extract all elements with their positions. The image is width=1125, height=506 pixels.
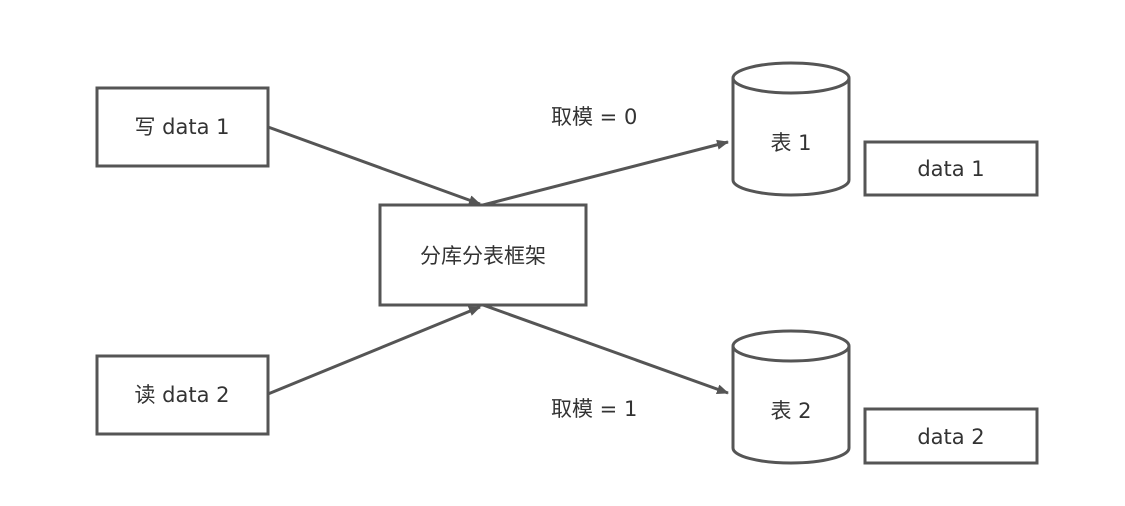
modulo-one-label: 取模 = 1 — [551, 397, 637, 421]
framework-to-table2-arrow — [482, 303, 729, 395]
table1-label: 表 1 — [770, 131, 811, 155]
write-data-label: 写 data 1 — [134, 115, 229, 139]
write-to-framework-arrow — [267, 125, 481, 206]
write-data-node: 写 data 1 — [95, 86, 270, 168]
table2-cylinder: 表 2 — [731, 329, 851, 465]
sharding-framework-node: 分库分表框架 — [378, 203, 588, 307]
table1-cylinder: 表 1 — [731, 61, 851, 197]
table1-data-label: data 1 — [917, 157, 984, 181]
sharding-framework-label: 分库分表框架 — [420, 244, 546, 268]
framework-to-table1-arrow — [482, 139, 729, 207]
table2-data-label: data 2 — [917, 425, 984, 449]
read-data-node: 读 data 2 — [95, 354, 270, 436]
modulo-zero-label: 取模 = 0 — [551, 105, 637, 129]
table1-data-box: data 1 — [863, 140, 1039, 197]
read-to-framework-arrow — [267, 305, 481, 396]
read-data-label: 读 data 2 — [134, 383, 229, 407]
table2-label: 表 2 — [770, 399, 811, 423]
table2-data-box: data 2 — [863, 407, 1039, 465]
